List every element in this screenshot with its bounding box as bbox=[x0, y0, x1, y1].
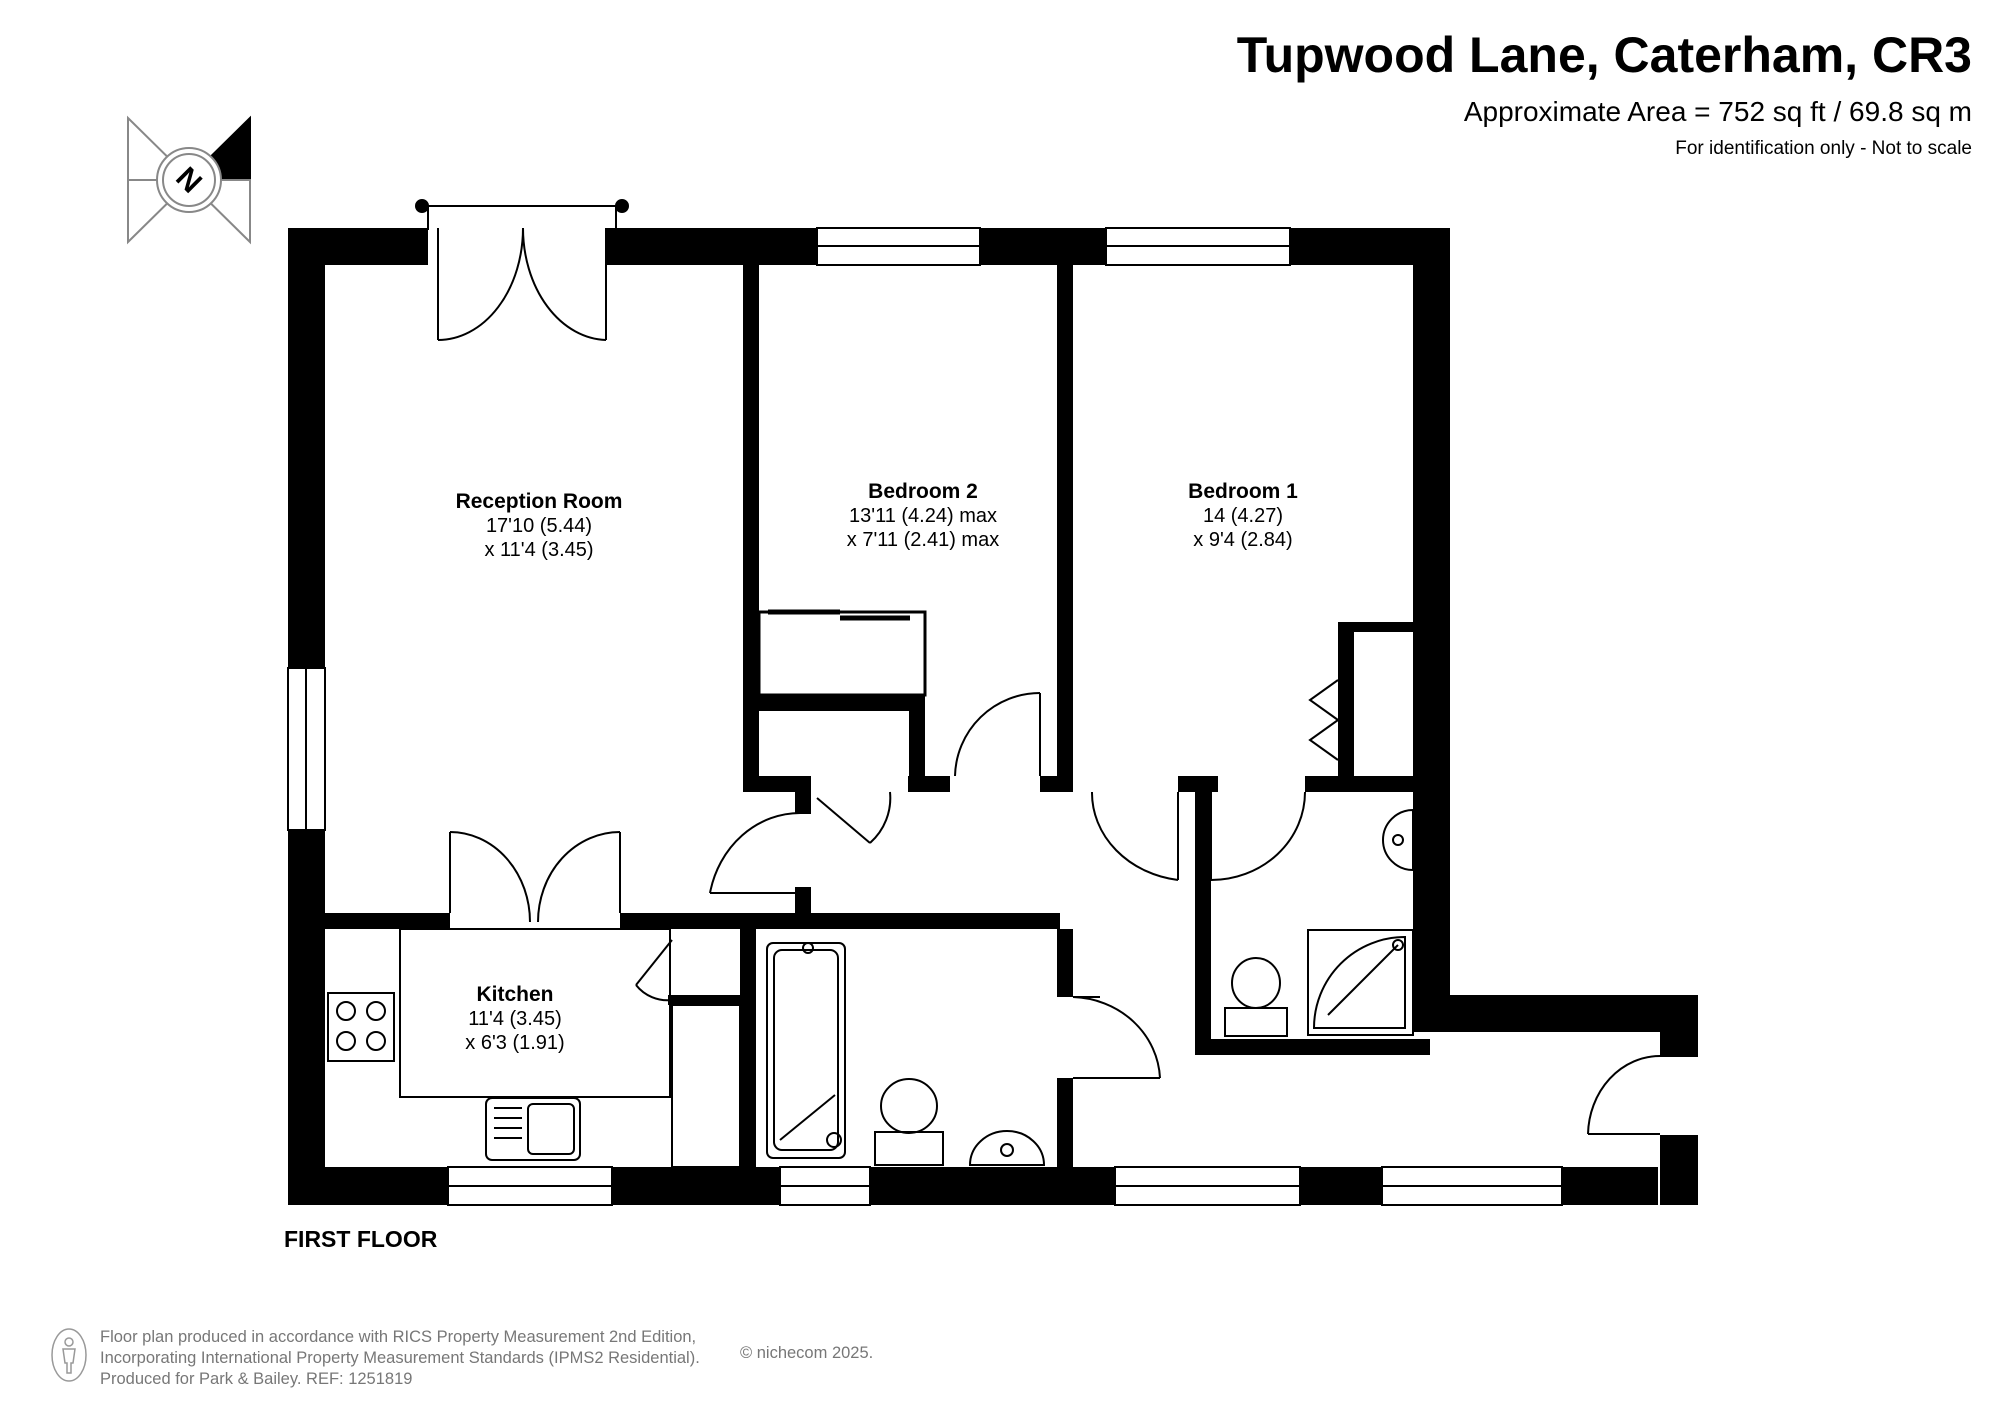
room-dim: 13'11 (4.24) max bbox=[849, 505, 997, 528]
door-swings bbox=[449, 679, 1661, 1135]
copyright-text: © nichecom 2025. bbox=[740, 1344, 874, 1362]
room-dim: x 9'4 (2.84) bbox=[1193, 529, 1293, 552]
room-name: Kitchen bbox=[476, 983, 554, 1006]
compass-north-icon: N bbox=[127, 115, 251, 245]
property-title: Tupwood Lane, Caterham, CR3 bbox=[1236, 27, 1972, 83]
disclaimer-text: For identification only - Not to scale bbox=[1675, 138, 1972, 159]
room-dim: 17'10 (5.44) bbox=[485, 515, 593, 538]
room-dim: x 11'4 (3.45) bbox=[484, 539, 594, 562]
room-reception: Reception Room 17'10 (5.44) x 11'4 (3.45… bbox=[456, 489, 623, 562]
balcony-doors bbox=[415, 199, 629, 341]
walls bbox=[288, 228, 1698, 1205]
room-name: Bedroom 1 bbox=[1188, 480, 1298, 503]
room-kitchen: Kitchen 11'4 (3.45) x 6'3 (1.91) bbox=[465, 982, 564, 1055]
room-name: Reception Room bbox=[455, 490, 623, 513]
room-dim: 14 (4.27) bbox=[1202, 505, 1284, 528]
room-bedroom-1: Bedroom 1 14 (4.27) x 9'4 (2.84) bbox=[1188, 479, 1298, 552]
ensuite-fittings bbox=[1224, 808, 1414, 1037]
footer-line: Produced for Park & Bailey. REF: 1251819 bbox=[100, 1369, 413, 1388]
footer-line: Floor plan produced in accordance with R… bbox=[100, 1328, 697, 1346]
footer-text: Floor plan produced in accordance with R… bbox=[100, 1327, 700, 1390]
windows bbox=[287, 227, 1563, 1206]
room-dim: x 6'3 (1.91) bbox=[465, 1032, 565, 1055]
footer-line: Incorporating International Property Mea… bbox=[100, 1348, 700, 1367]
room-dim: 11'4 (3.45) bbox=[468, 1008, 562, 1031]
room-bedroom-2: Bedroom 2 13'11 (4.24) max x 7'11 (2.41)… bbox=[847, 479, 999, 552]
kitchen-fittings bbox=[327, 928, 741, 1168]
bathroom-fittings bbox=[766, 942, 1046, 1166]
room-name: Bedroom 2 bbox=[868, 480, 978, 503]
room-dim: x 7'11 (2.41) max bbox=[846, 529, 1000, 552]
approximate-area: Approximate Area = 752 sq ft / 69.8 sq m bbox=[1463, 96, 1972, 127]
wardrobe bbox=[757, 609, 927, 697]
floor-label: FIRST FLOOR bbox=[284, 1226, 438, 1252]
measurement-person-icon bbox=[51, 1328, 87, 1382]
